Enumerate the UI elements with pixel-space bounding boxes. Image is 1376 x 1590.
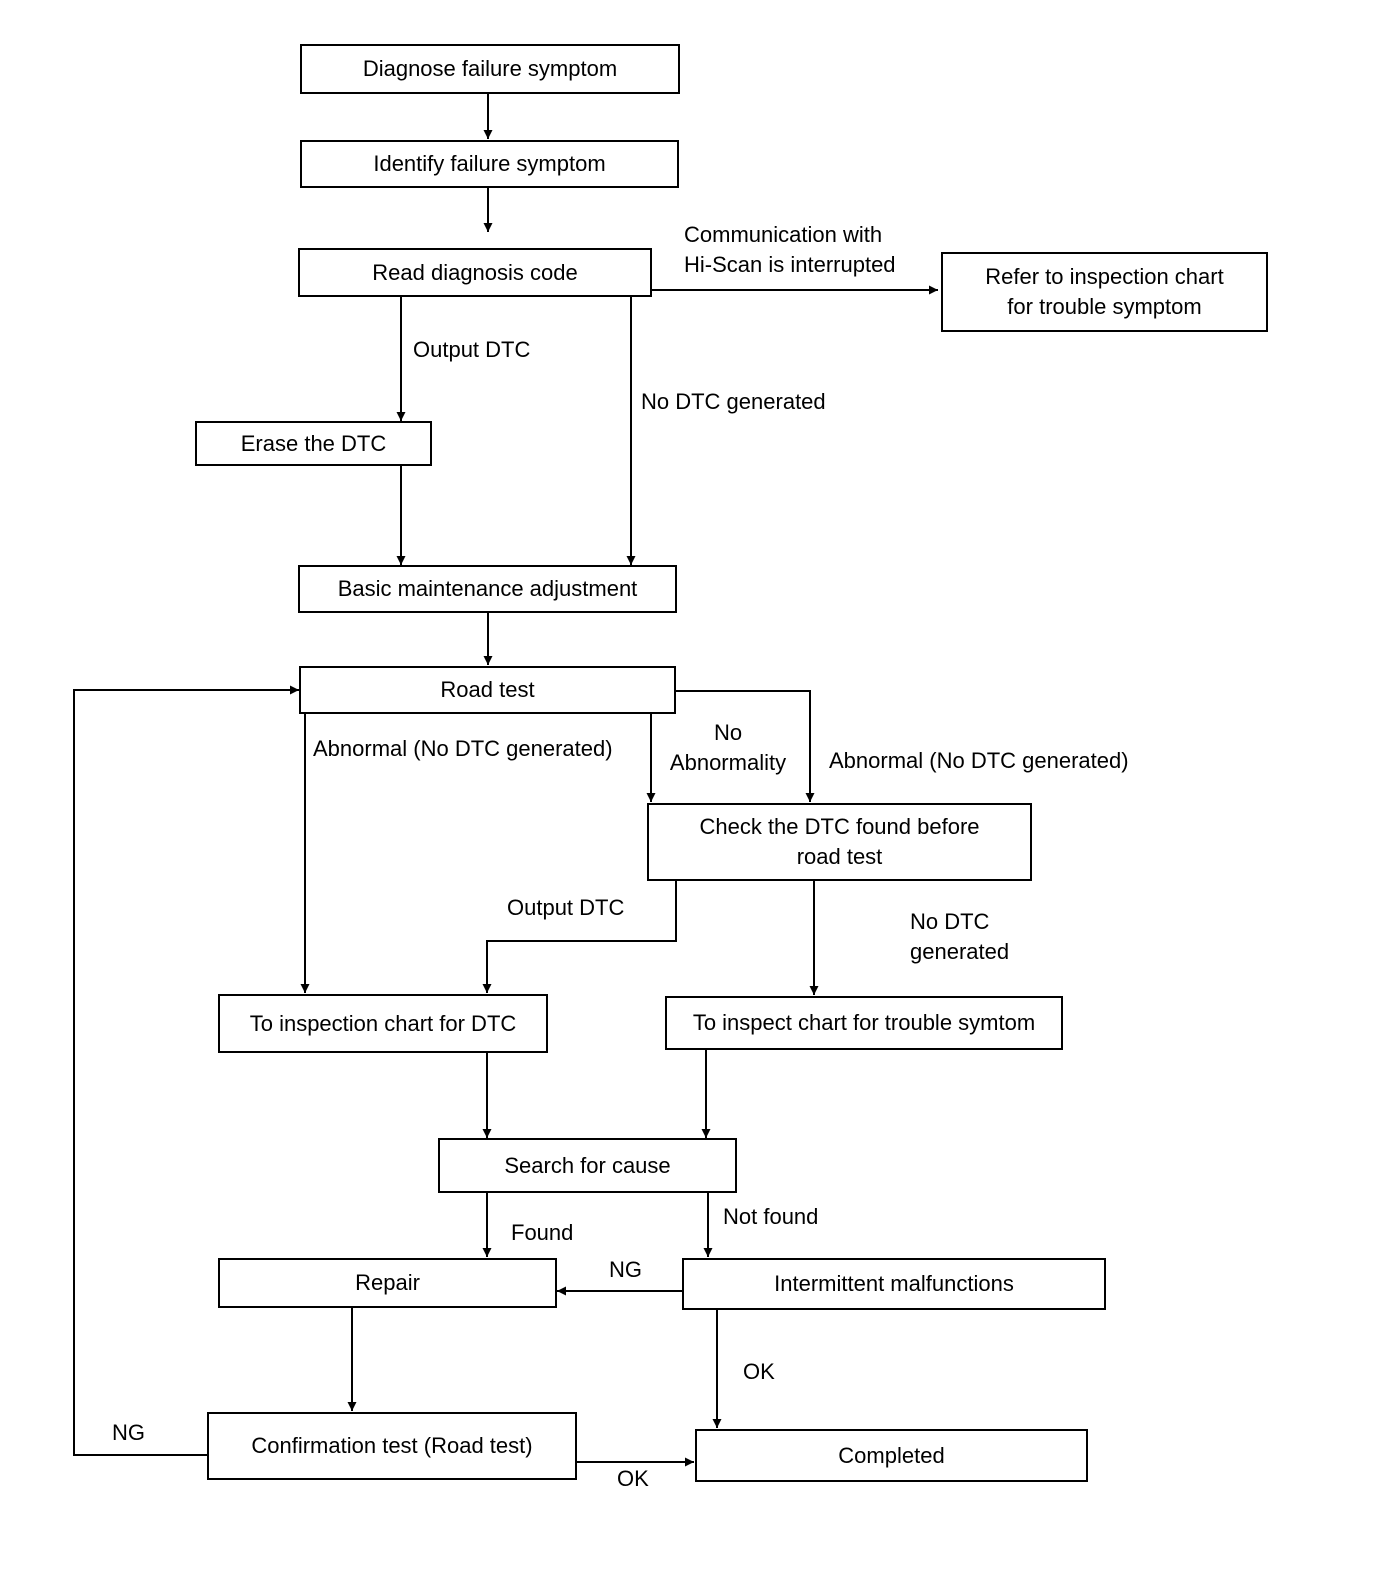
label-no-dtc-2: No DTC generated	[910, 909, 1010, 964]
node-completed: Completed	[695, 1429, 1088, 1482]
node-inspect-chart-trouble-symptom: To inspect chart for trouble symtom	[665, 996, 1063, 1050]
node-intermittent-malfunctions: Intermittent malfunctions	[682, 1258, 1106, 1310]
arrow-confirm-ng-to-road	[73, 685, 299, 1456]
label-comm-interrupted: Communication with Hi-Scan is interrupte…	[684, 222, 896, 277]
label-ok-intermittent: OK	[743, 1359, 775, 1384]
node-diagnose-failure-symptom: Diagnose failure symptom	[300, 44, 680, 94]
node-road-test: Road test	[299, 666, 676, 714]
node-identify-failure-symptom: Identify failure symptom	[300, 140, 679, 188]
node-confirmation-test: Confirmation test (Road test)	[207, 1412, 577, 1480]
label-output-dtc-2: Output DTC	[507, 895, 625, 920]
arrow-check-to-insp-dtc	[482, 881, 677, 993]
node-inspection-chart-dtc: To inspection chart for DTC	[218, 994, 548, 1053]
node-search-for-cause: Search for cause	[438, 1138, 737, 1193]
label-ng-confirm: NG	[112, 1420, 145, 1445]
label-found: Found	[511, 1220, 574, 1245]
node-read-diagnosis-code: Read diagnosis code	[298, 248, 652, 297]
node-check-dtc-before-road-test: Check the DTC found before road test	[647, 803, 1032, 881]
node-erase-dtc: Erase the DTC	[195, 421, 432, 466]
label-output-dtc-1: Output DTC	[413, 337, 531, 362]
arrow-road-to-check-right	[676, 690, 815, 802]
node-refer-inspection-chart: Refer to inspection chart for trouble sy…	[941, 252, 1268, 332]
node-repair: Repair	[218, 1258, 557, 1308]
node-basic-maintenance: Basic maintenance adjustment	[298, 565, 677, 613]
label-abnormal-left: Abnormal (No DTC generated)	[313, 736, 613, 761]
label-ok-confirm: OK	[617, 1466, 649, 1491]
label-not-found: Not found	[723, 1204, 819, 1229]
label-no-dtc-1: No DTC generated	[641, 389, 826, 414]
label-ng-intermittent: NG	[609, 1257, 642, 1282]
label-no-abnormality: No Abnormality	[669, 720, 787, 775]
label-abnormal-right: Abnormal (No DTC generated)	[829, 748, 1129, 773]
